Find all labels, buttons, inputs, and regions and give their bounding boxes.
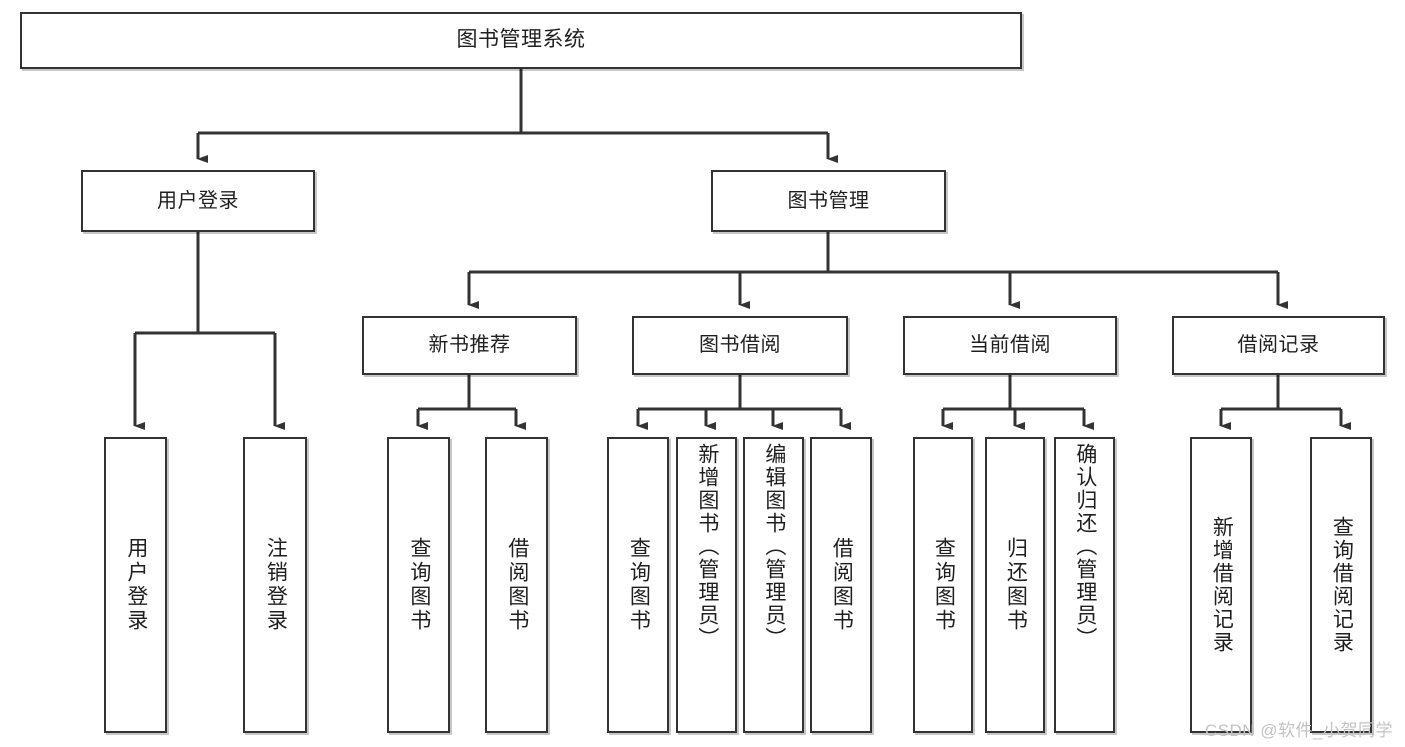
node-book-management[interactable]: 图书管理: [711, 170, 946, 232]
node-book-borrow-label: 图书借阅: [699, 334, 781, 356]
leaf-user-logout[interactable]: 注销登录: [243, 437, 307, 733]
leaf-borrow-book-1[interactable]: 借阅图书: [485, 437, 548, 733]
node-book-borrow[interactable]: 图书借阅: [632, 316, 848, 375]
leaf-query-book-1-label: 查询图书: [407, 537, 431, 633]
leaf-user-logout-label: 注销登录: [264, 537, 288, 633]
node-user-login-label: 用户登录: [157, 189, 239, 212]
node-book-management-label: 图书管理: [787, 189, 870, 212]
leaf-query-book-2[interactable]: 查询图书: [607, 437, 669, 733]
leaf-return-book-label: 归还图书: [1004, 537, 1028, 633]
leaf-borrow-book-2-label: 借阅图书: [830, 537, 854, 633]
leaf-return-book[interactable]: 归还图书: [985, 437, 1045, 733]
leaf-query-record-label: 查询借阅记录: [1330, 516, 1354, 654]
node-root-label: 图书管理系统: [456, 28, 586, 52]
node-current-borrow-label: 当前借阅: [969, 334, 1051, 356]
leaf-confirm-return-label: 确认归还（管理员）: [1073, 443, 1097, 650]
csdn-watermark: CSDN @软件_小贺同学: [1204, 721, 1393, 740]
node-user-login[interactable]: 用户登录: [81, 170, 315, 232]
node-new-book-recommend[interactable]: 新书推荐: [362, 316, 577, 375]
leaf-edit-book-label: 编辑图书（管理员）: [762, 443, 786, 650]
leaf-borrow-book-1-label: 借阅图书: [505, 537, 529, 633]
node-borrow-record-label: 借阅记录: [1237, 334, 1320, 356]
node-current-borrow[interactable]: 当前借阅: [903, 316, 1117, 375]
leaf-confirm-return[interactable]: 确认归还（管理员）: [1054, 437, 1115, 733]
leaf-add-record-label: 新增借阅记录: [1210, 516, 1234, 654]
leaf-borrow-book-2[interactable]: 借阅图书: [810, 437, 872, 733]
leaf-user-login[interactable]: 用户登录: [104, 437, 167, 733]
leaf-add-record[interactable]: 新增借阅记录: [1190, 437, 1252, 733]
leaf-query-book-3[interactable]: 查询图书: [913, 437, 973, 733]
leaf-query-record[interactable]: 查询借阅记录: [1310, 437, 1372, 733]
leaf-add-book-label: 新增图书（管理员）: [695, 443, 719, 650]
leaf-user-login-label: 用户登录: [124, 537, 148, 633]
leaf-query-book-2-label: 查询图书: [627, 537, 651, 633]
node-borrow-record[interactable]: 借阅记录: [1172, 316, 1385, 375]
node-new-book-recommend-label: 新书推荐: [428, 334, 511, 356]
leaf-query-book-3-label: 查询图书: [932, 537, 956, 633]
leaf-edit-book[interactable]: 编辑图书（管理员）: [743, 437, 804, 733]
node-root[interactable]: 图书管理系统: [20, 12, 1022, 69]
leaf-query-book-1[interactable]: 查询图书: [387, 437, 450, 733]
leaf-add-book[interactable]: 新增图书（管理员）: [676, 437, 737, 733]
